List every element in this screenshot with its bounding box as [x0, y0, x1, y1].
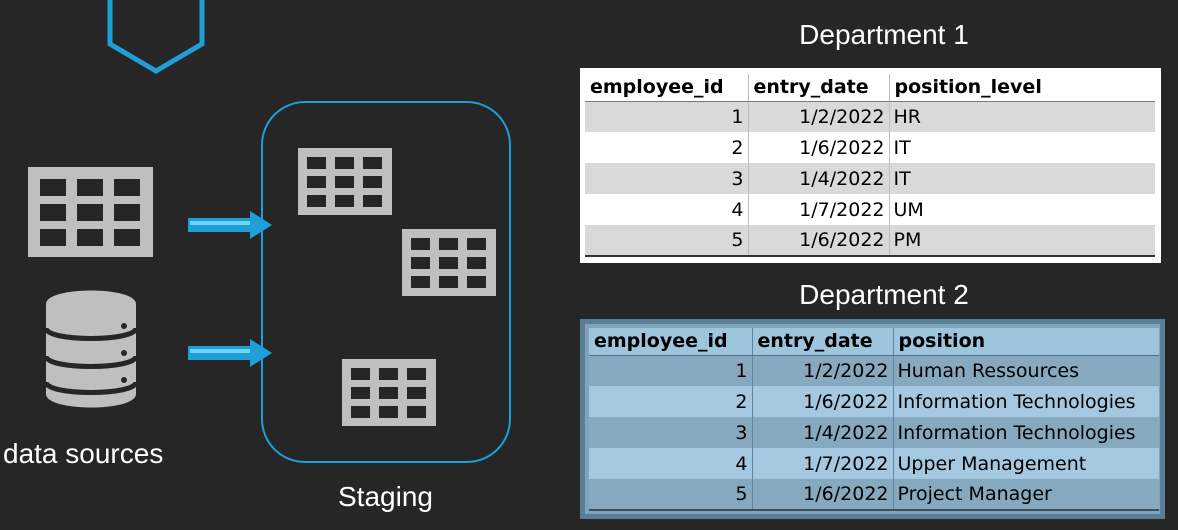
table-cell: 1/2/2022	[751, 355, 893, 386]
table-row: 2 1/6/2022 IT	[585, 132, 1155, 163]
staging-table-icon	[402, 229, 496, 296]
table-row: 5 1/6/2022 PM	[585, 225, 1155, 257]
table-row: 3 1/4/2022 Information Technologies	[589, 417, 1159, 448]
department-1-table: employee_id entry_date position_level 1 …	[585, 74, 1155, 257]
table-row: 4 1/7/2022 UM	[585, 194, 1155, 225]
table-cell: IT	[888, 163, 1155, 194]
table-cell: 4	[585, 194, 748, 225]
staging-table-icon	[342, 359, 436, 426]
column-header: position	[892, 328, 1159, 356]
table-cell: 1/2/2022	[747, 101, 889, 132]
table-cell: 3	[585, 163, 748, 194]
table-cell: Human Ressources	[892, 355, 1159, 386]
table-cell: Upper Management	[892, 448, 1159, 479]
table-cell: UM	[888, 194, 1155, 225]
table-cell: 1/6/2022	[751, 386, 893, 417]
column-header: position_level	[888, 74, 1155, 102]
staging-table-icon	[298, 148, 392, 215]
table-cell: 4	[589, 448, 752, 479]
column-header: employee_id	[589, 328, 752, 356]
table-cell: PM	[888, 225, 1155, 257]
table-cell: 1	[585, 101, 748, 132]
table-cell: IT	[888, 132, 1155, 163]
table-cell: HR	[888, 101, 1155, 132]
table-cell: Project Manager	[892, 479, 1159, 511]
table-cell: 2	[589, 386, 752, 417]
table-cell: 1/7/2022	[747, 194, 889, 225]
table-cell: 1/6/2022	[751, 479, 893, 511]
department-2-title: Department 2	[799, 279, 969, 310]
table-header-row: employee_id entry_date position_level	[585, 74, 1155, 102]
table-cell: 3	[589, 417, 752, 448]
shield-outline-icon	[107, 0, 205, 74]
table-cell: 1/4/2022	[747, 163, 889, 194]
table-cell: 1/4/2022	[751, 417, 893, 448]
table-cell: 5	[589, 479, 752, 511]
table-header-row: employee_id entry_date position	[589, 328, 1159, 356]
table-cell: Information Technologies	[892, 417, 1159, 448]
department-1-title: Department 1	[799, 19, 969, 50]
department-2-table: employee_id entry_date position 1 1/2/20…	[589, 328, 1159, 511]
staging-label: Staging	[338, 481, 433, 512]
table-row: 1 1/2/2022 Human Ressources	[589, 355, 1159, 386]
table-cell: 5	[585, 225, 748, 257]
column-header: entry_date	[747, 74, 889, 102]
table-row: 4 1/7/2022 Upper Management	[589, 448, 1159, 479]
table-cell: Information Technologies	[892, 386, 1159, 417]
database-icon	[46, 290, 136, 408]
table-cell: 1/6/2022	[747, 132, 889, 163]
table-cell: 2	[585, 132, 748, 163]
table-cell: 1/7/2022	[751, 448, 893, 479]
data-sources-label: data sources	[3, 438, 164, 469]
table-row: 3 1/4/2022 IT	[585, 163, 1155, 194]
table-cell: 1	[589, 355, 752, 386]
table-cell: 1/6/2022	[747, 225, 889, 257]
table-row: 5 1/6/2022 Project Manager	[589, 479, 1159, 511]
source-table-icon	[28, 167, 153, 257]
column-header: entry_date	[751, 328, 893, 356]
table-row: 2 1/6/2022 Information Technologies	[589, 386, 1159, 417]
column-header: employee_id	[585, 74, 748, 102]
staging-area	[261, 101, 511, 463]
table-row: 1 1/2/2022 HR	[585, 101, 1155, 132]
